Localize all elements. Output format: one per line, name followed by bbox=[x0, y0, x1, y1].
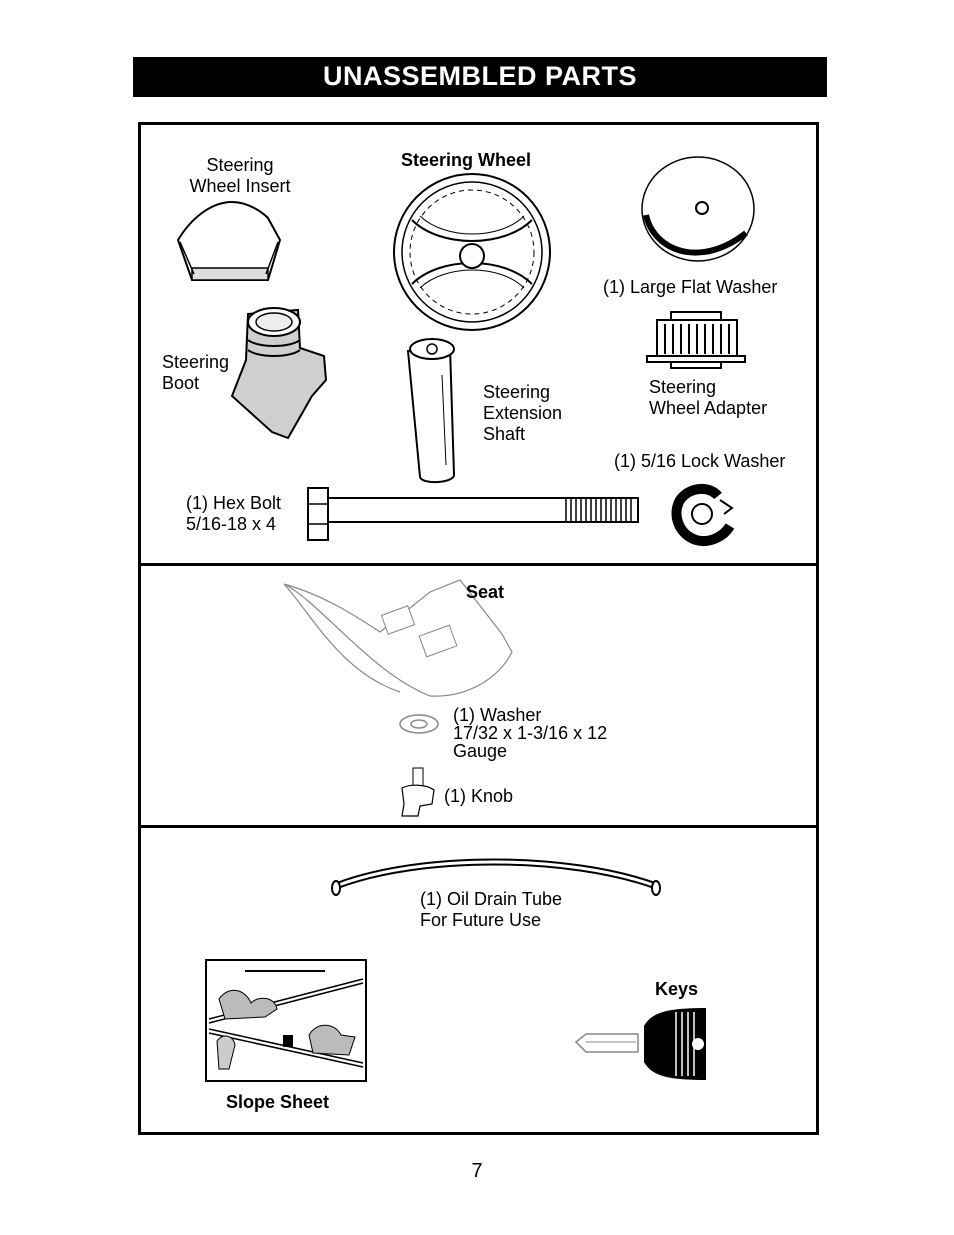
lock-washer-image bbox=[671, 484, 735, 546]
steering-wheel-insert-image bbox=[176, 200, 282, 281]
hex-bolt-image bbox=[307, 487, 639, 541]
seat-image bbox=[283, 579, 513, 697]
steering-wheel-adapter-label: Steering Wheel Adapter bbox=[649, 377, 768, 418]
knob-image bbox=[401, 767, 435, 817]
knob-label: (1) Knob bbox=[444, 786, 514, 806]
slope-sheet-label: Slope Sheet bbox=[226, 1092, 330, 1112]
page-title: UNASSEMBLED PARTS bbox=[133, 57, 827, 97]
large-flat-washer-label: (1) Large Flat Washer bbox=[603, 277, 778, 297]
washer-label: (1) Washer 17/32 x 1-3/16 x 12 Gauge bbox=[453, 705, 608, 761]
seat-label: Seat bbox=[466, 582, 505, 602]
section-divider-2 bbox=[138, 825, 819, 828]
steering-extension-shaft-label: Steering Extension Shaft bbox=[483, 382, 563, 444]
section-divider-1 bbox=[138, 563, 819, 566]
steering-wheel-label: Steering Wheel bbox=[401, 150, 532, 170]
large-flat-washer-image bbox=[641, 156, 755, 262]
page-number: 7 bbox=[471, 1160, 483, 1182]
lock-washer-label: (1) 5/16 Lock Washer bbox=[614, 451, 786, 471]
key-image bbox=[574, 1008, 706, 1080]
slope-sheet-image bbox=[205, 959, 367, 1082]
parts-frame bbox=[138, 122, 819, 1135]
hex-bolt-label: (1) Hex Bolt 5/16-18 x 4 bbox=[186, 493, 282, 534]
washer-image bbox=[399, 714, 439, 734]
keys-label: Keys bbox=[655, 979, 699, 999]
steering-wheel-adapter-image bbox=[646, 311, 746, 369]
oil-drain-tube-image bbox=[331, 858, 661, 896]
oil-drain-tube-label: (1) Oil Drain Tube For Future Use bbox=[420, 889, 563, 930]
steering-extension-shaft-image bbox=[406, 338, 456, 483]
steering-boot-label: Steering Boot bbox=[162, 352, 230, 393]
steering-boot-image bbox=[230, 307, 328, 440]
steering-wheel-image bbox=[393, 173, 551, 331]
steering-wheel-insert-label: Steering Wheel Insert bbox=[189, 155, 291, 196]
